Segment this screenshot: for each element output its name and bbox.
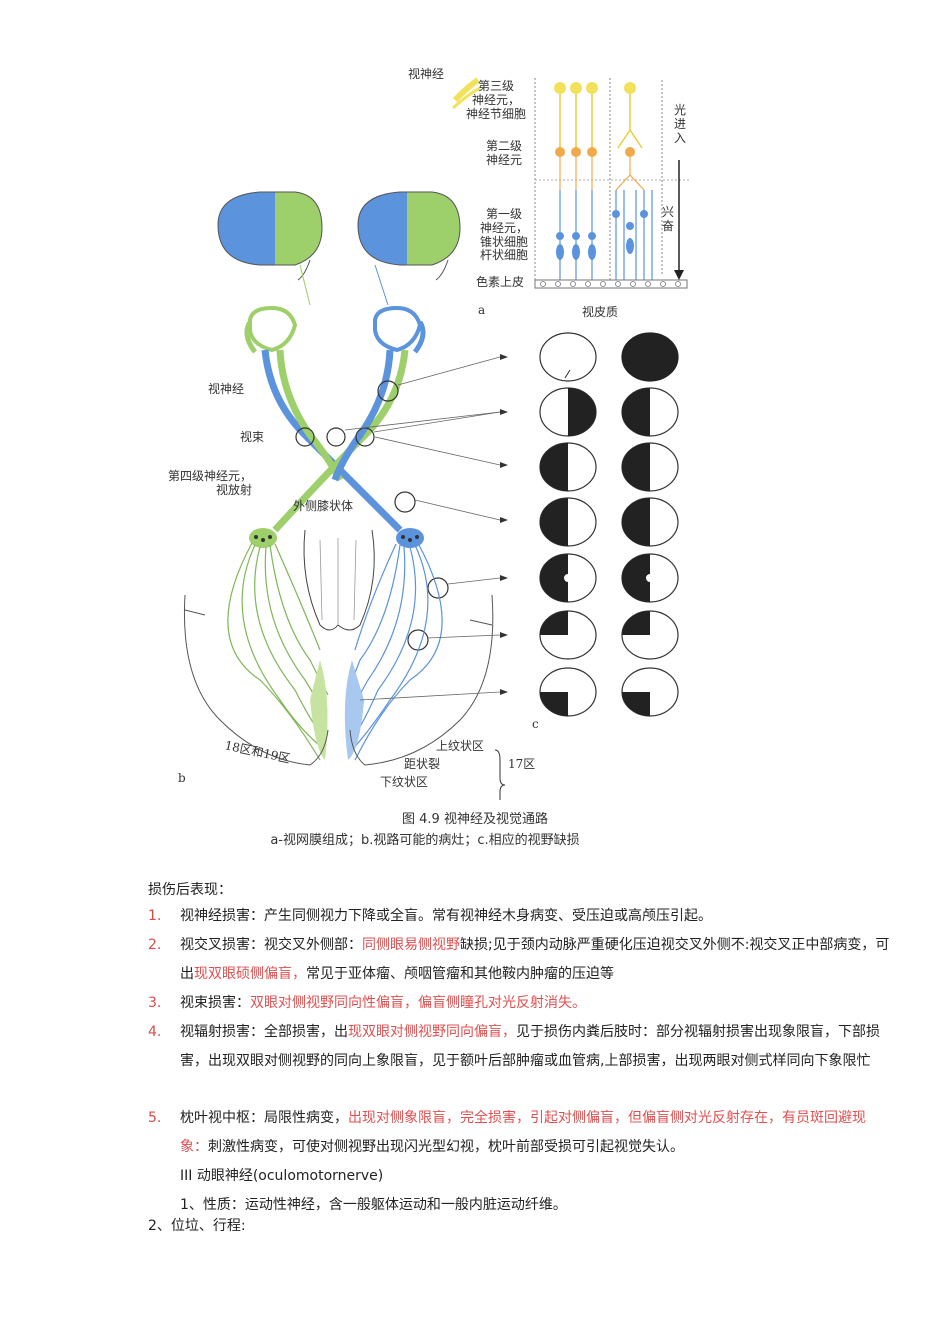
retina-panel: [452, 77, 690, 289]
item-text-highlight: 同侧眼易侧视野: [362, 937, 460, 953]
item-text: 见于损伤内粪后肢时：部分视辐射损害出现象限盲，下部损害，出现双眼对侧视野的同向上…: [180, 1024, 880, 1069]
item-text: 枕叶视中枢：局限性病变，: [180, 1110, 348, 1126]
field-defects-panel: [539, 332, 679, 717]
label-lower-striate: 下纹状区: [380, 775, 429, 789]
position-line: 2、位垃、行程:: [148, 1218, 246, 1234]
list-item: 5. 枕叶视中枢：局限性病变，出现对侧象限盲，完全损害，引起对侧偏盲，但偏盲侧对…: [148, 1104, 893, 1162]
list-item: 4. 视辐射损害：全部损害，出现双眼对侧视野同向偏盲，见于损伤内粪后肢时：部分视…: [148, 1018, 893, 1076]
item-text: 视辐射损害：全部损害，出: [180, 1024, 348, 1040]
nerve-heading: III 动眼神经(oculomotornerve): [180, 1168, 384, 1184]
label-panel-a: a: [478, 303, 486, 317]
label-light-enters: 光 进 入: [674, 103, 687, 145]
list-item: 3. 视束损害：双眼对侧视野同向性偏盲，偏盲侧瞳孔对光反射消失。: [148, 989, 893, 1018]
pathway-panel: [183, 305, 508, 800]
figure-artwork: [183, 77, 690, 800]
item-text-highlight: 现双眼硕侧偏盲，: [194, 966, 306, 982]
item-number: 5.: [148, 1110, 162, 1126]
item-text: 缺损;见于颈内动脉严重硬化压迫视交叉外侧不:视交叉正中部病变，可出: [180, 937, 890, 982]
label-upper-striate: 上纹状区: [436, 739, 485, 753]
label-optic-nerve-top: 视神经: [408, 67, 445, 81]
visual-field-eyes: [217, 191, 461, 306]
label-calcarine: 距状裂: [404, 757, 441, 771]
label-panel-c: c: [532, 717, 539, 731]
label-second-order-neuron: 第二级 神经元: [486, 139, 523, 167]
figure-caption-title: 图 4.9 视神经及视觉通路: [402, 812, 548, 827]
item-text: 视神经损害：产生同侧视力下降或全盲。常有视神经木身病变、受压迫或高颅压引起。: [180, 908, 712, 924]
label-lgn: 外侧膝状体: [293, 499, 354, 513]
item-text-highlight: 现双眼对侧视野同向偏盲，: [348, 1024, 516, 1040]
label-fourth-order-neuron: 第四级神经元， 视放射: [168, 469, 253, 497]
label-panel-b: b: [178, 771, 186, 785]
label-visual-cortex: 视皮质: [582, 305, 619, 319]
list-item: 1. 视神经损害：产生同侧视力下降或全盲。常有视神经木身病变、受压迫或高颅压引起…: [148, 902, 893, 931]
label-first-order-neuron: 第一级 神经元， 锥状细胞 杆状细胞: [480, 207, 529, 263]
item-number: 4.: [148, 1024, 162, 1040]
figure-caption-subtitle: a-视网膜组成；b.视路可能的病灶；c.相应的视野缺损: [270, 833, 580, 848]
list-item: 2. 视交叉损害：视交叉外侧部：同侧眼易侧视野缺损;见于颈内动脉严重硬化压迫视交…: [148, 931, 893, 989]
label-pigment-epithelium: 色素上皮: [476, 275, 525, 289]
item-number: 3.: [148, 995, 162, 1011]
item-text: 刺激性病变，可使对侧视野出现闪光型幻视，枕叶前部受损可引起视觉失认。: [208, 1139, 684, 1155]
label-excitation: 兴 奋: [662, 205, 675, 233]
label-optic-nerve: 视神经: [208, 382, 245, 396]
item-text: 视束损害：: [180, 995, 250, 1011]
item-text: 常见于亚体瘤、颅咽管瘤和其他鞍内肿瘤的压迫等: [306, 966, 614, 982]
optic-pathway-figure: 视神经 第三级 神经元， 神经节细胞 第二级 神经元 第一级 神经元， 锥状细胞…: [160, 60, 700, 800]
label-third-order-neuron: 第三级 神经元， 神经节细胞: [466, 79, 527, 121]
item-number: 2.: [148, 937, 162, 953]
item-text: 视交叉损害：视交叉外侧部：: [180, 937, 362, 953]
label-area-17: 17区: [508, 757, 536, 771]
section-title: 损伤后表现：: [148, 882, 232, 898]
item-text-highlight: 双眼对侧视野同向性偏盲，偏盲侧瞳孔对光反射消失。: [250, 995, 586, 1011]
item-number: 1.: [148, 908, 162, 924]
nature-line: 1、性质：运动性神经，含一般躯体运动和一般内脏运动纤维。: [180, 1197, 567, 1213]
label-optic-tract: 视束: [240, 430, 265, 444]
item-text-highlight: 出现对侧象限盲，完全损害，引起对侧偏盲，但偏盲侧对光反射存在，有员斑回避现象：: [180, 1110, 866, 1155]
